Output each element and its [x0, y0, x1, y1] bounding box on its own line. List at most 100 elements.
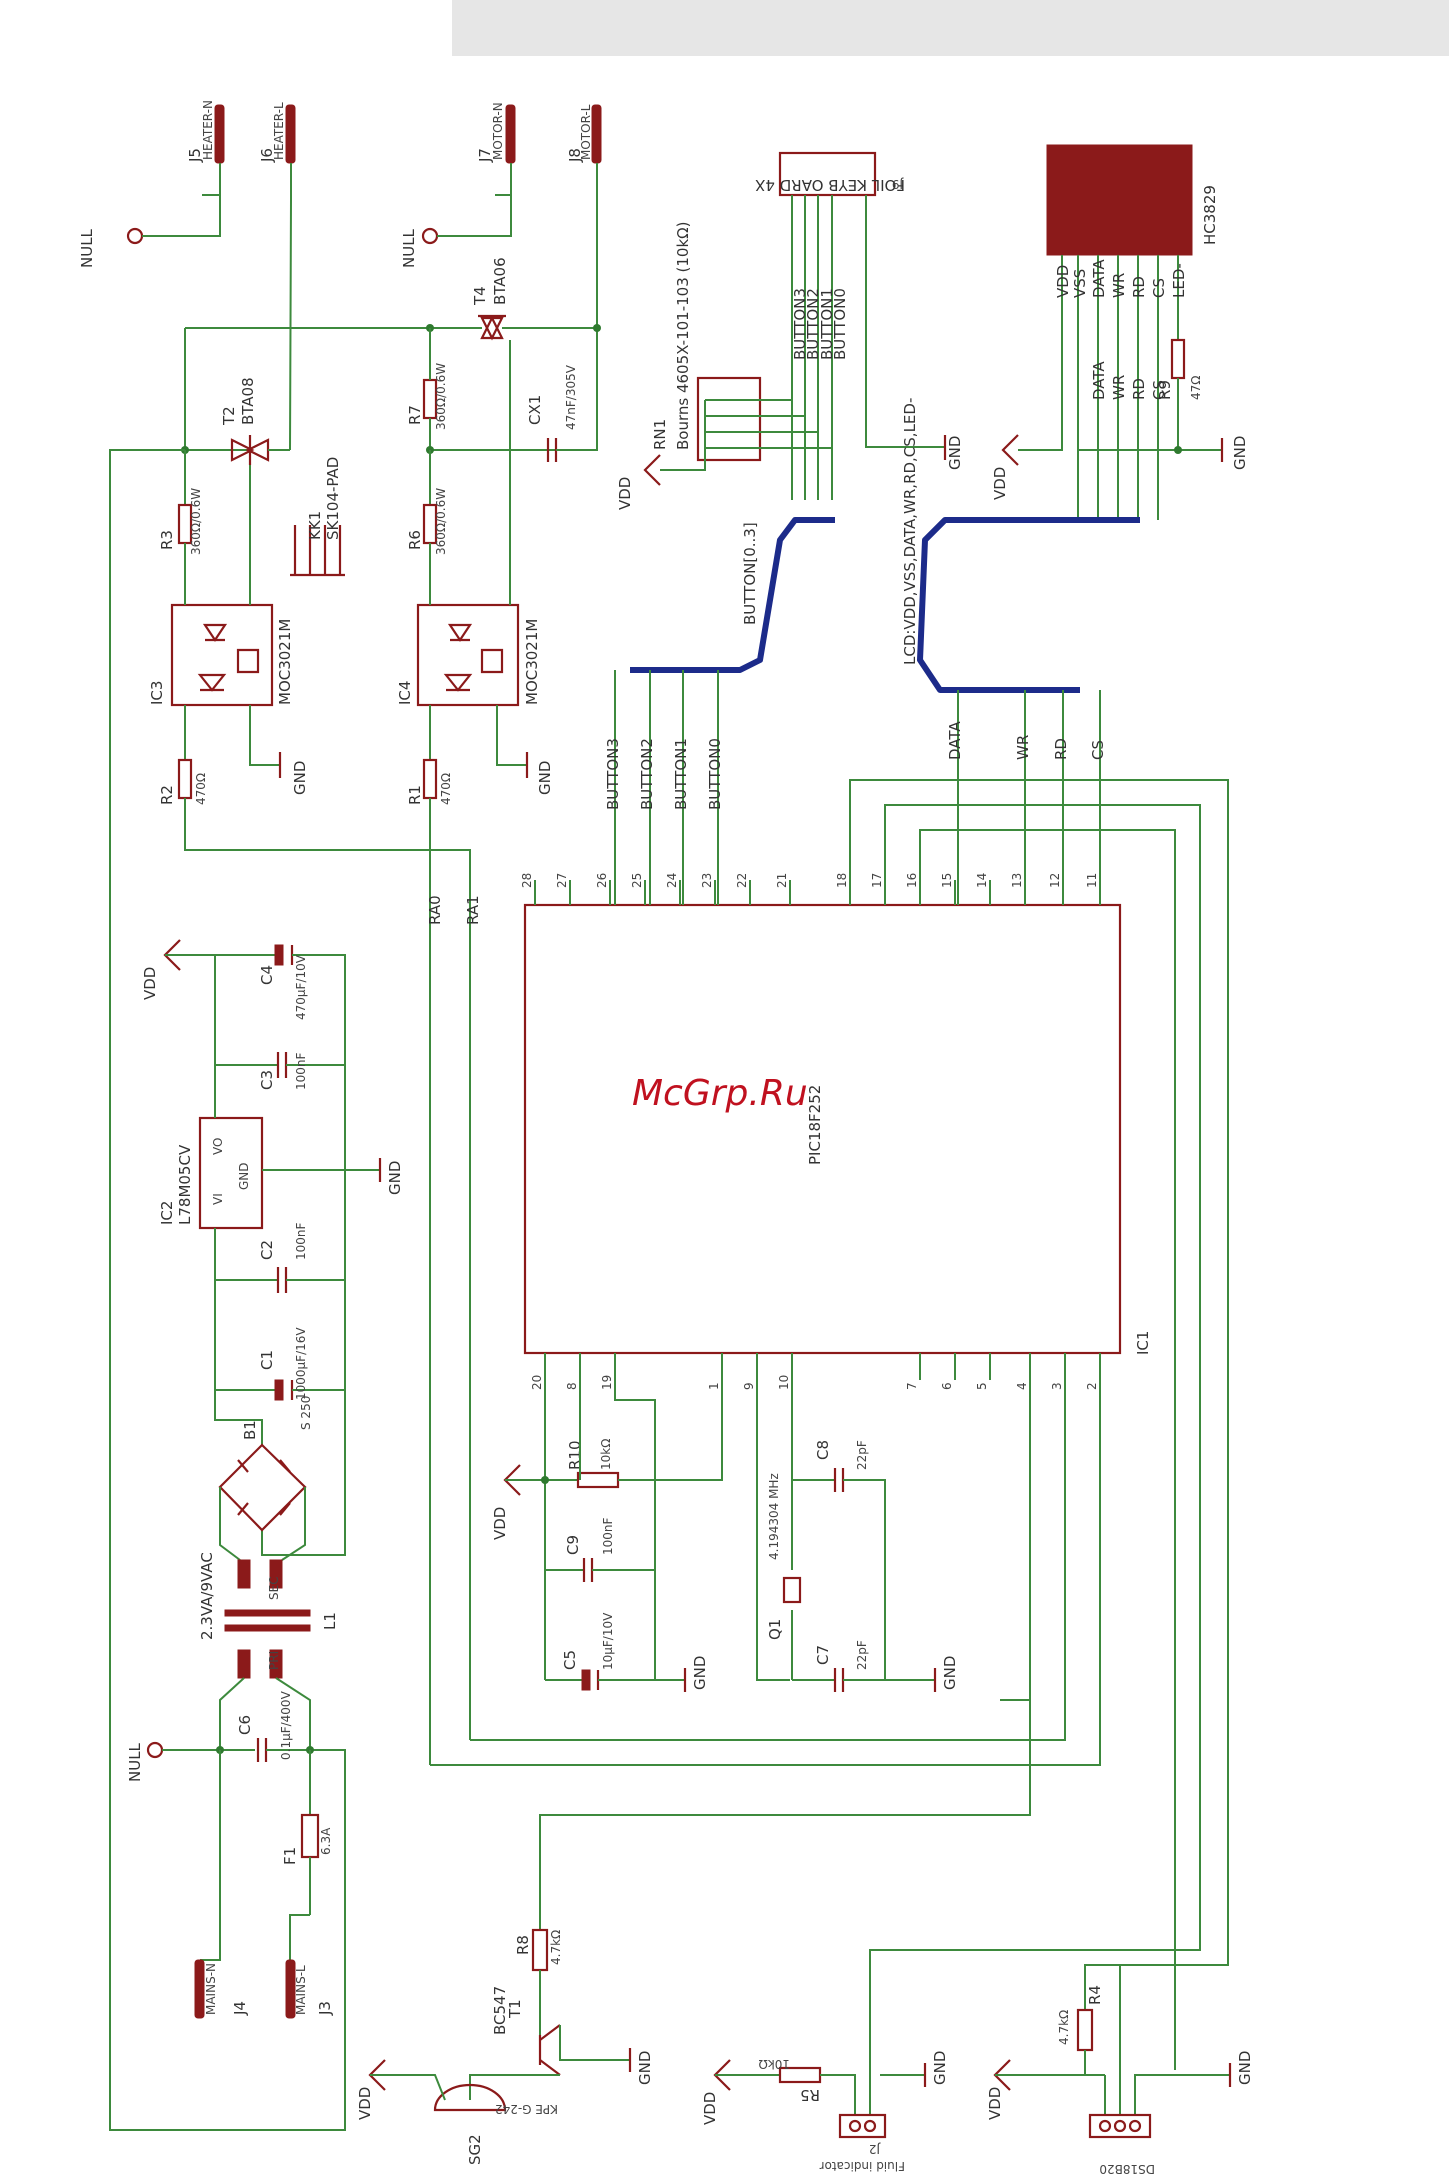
svg-text:470Ω: 470Ω [194, 773, 208, 805]
svg-text:RD: RD [1052, 738, 1070, 760]
svg-text:VDD: VDD [986, 2087, 1004, 2120]
svg-text:VI: VI [211, 1193, 225, 1205]
svg-text:MOC3021M: MOC3021M [276, 619, 294, 705]
svg-text:IC4: IC4 [396, 681, 414, 705]
svg-text:R3: R3 [158, 530, 176, 550]
mcu-pin-number: 18 [835, 873, 849, 888]
svg-text:RD: RD [1130, 276, 1148, 298]
svg-text:GND: GND [386, 1161, 404, 1195]
svg-text:KK1: KK1 [306, 511, 324, 540]
svg-text:C6: C6 [236, 1715, 254, 1735]
svg-text:B1: B1 [241, 1420, 259, 1440]
svg-text:GND: GND [237, 1162, 251, 1190]
svg-text:HC3829: HC3829 [1201, 185, 1219, 245]
svg-text:DATA: DATA [1090, 259, 1108, 298]
keyboard-section: FOIL KEYB OARD 4X J9 BUTTON3 BUTTON2 BUT… [604, 151, 964, 905]
mcu-pin-number: 26 [595, 873, 609, 888]
svg-text:R1: R1 [406, 785, 424, 805]
mcu-pin-number: 13 [1010, 873, 1024, 888]
svg-text:GND: GND [291, 761, 309, 795]
svg-text:BUTTON3: BUTTON3 [791, 288, 809, 360]
svg-text:360Ω/0.6W: 360Ω/0.6W [189, 488, 203, 555]
svg-text:WR: WR [1110, 375, 1128, 400]
svg-text:BUTTON1: BUTTON1 [818, 288, 836, 360]
svg-text:GND: GND [1231, 436, 1249, 470]
svg-text:R8: R8 [514, 1935, 532, 1955]
svg-text:470Ω: 470Ω [439, 773, 453, 805]
svg-text:J4: J4 [231, 2001, 249, 2016]
svg-text:J6: J6 [258, 148, 276, 163]
heater-motor-section: J5 HEATER-N J6 HEATER-L J7 MOTOR-N J8 MO… [78, 100, 602, 1765]
svg-text:VDD: VDD [701, 2092, 719, 2125]
mcu-pin-number: 17 [870, 873, 884, 888]
mcu-pin-number: 11 [1085, 873, 1099, 888]
svg-text:NULL: NULL [400, 228, 418, 268]
svg-text:SG2: SG2 [466, 2134, 484, 2165]
svg-text:FOIL KEYB OARD 4X: FOIL KEYB OARD 4X [755, 176, 905, 194]
svg-text:RN1: RN1 [651, 419, 669, 450]
mcu-pin-number: 22 [735, 873, 749, 888]
svg-text:GND: GND [691, 1656, 709, 1690]
mcu-pin-number: 10 [777, 1375, 791, 1390]
svg-text:GND: GND [1236, 2051, 1254, 2085]
svg-text:22pF: 22pF [855, 1440, 869, 1470]
svg-text:MAINS-N: MAINS-N [204, 1963, 218, 2015]
mcu-support-section: VDD R10 10kΩ C9 100nF C5 10µF/10V GND Q1… [430, 1380, 1101, 1766]
svg-text:KPE G-242: KPE G-242 [495, 2102, 558, 2116]
power-supply-section: VDD C4 470µF/10V C3 100nF IC2 L78M05CV V… [126, 939, 404, 2019]
mcu-pin-number: 3 [1050, 1382, 1064, 1390]
svg-text:HEATER-L: HEATER-L [272, 102, 286, 160]
svg-text:VDD: VDD [1054, 265, 1072, 298]
svg-text:C2: C2 [258, 1240, 276, 1260]
mcu-pin-number: 25 [630, 873, 644, 888]
watermark: McGrp.Ru [632, 1073, 808, 1114]
header-bar [452, 0, 1449, 56]
svg-text:GND: GND [941, 1656, 959, 1690]
svg-text:VDD: VDD [141, 967, 159, 1000]
mcu-pin-number: 14 [975, 873, 989, 888]
svg-text:PRI: PRI [267, 1651, 281, 1670]
svg-text:10µF/10V: 10µF/10V [601, 1612, 615, 1670]
svg-text:BTA08: BTA08 [239, 377, 257, 425]
mcu-pin-number: 8 [565, 1382, 579, 1390]
svg-text:J9: J9 [892, 177, 904, 191]
mcu-pin-number: 24 [665, 873, 679, 888]
svg-text:BUTTON[0..3]: BUTTON[0..3] [741, 522, 759, 625]
svg-text:IC2: IC2 [158, 1201, 176, 1225]
svg-text:BC547: BC547 [491, 1986, 509, 2035]
svg-text:NULL: NULL [78, 228, 96, 268]
svg-text:BUTTON2: BUTTON2 [804, 288, 822, 360]
mcu-pin-number: 15 [940, 873, 954, 888]
svg-text:J5: J5 [186, 148, 204, 163]
svg-text:VDD: VDD [991, 467, 1009, 500]
svg-text:47nF/305V: 47nF/305V [564, 364, 578, 430]
svg-text:NULL: NULL [126, 1742, 144, 1782]
svg-text:SEC: SEC [267, 1576, 281, 1600]
svg-text:T1: T1 [506, 1999, 524, 2019]
svg-text:GND: GND [946, 436, 964, 470]
svg-text:CS: CS [1089, 740, 1107, 760]
svg-text:J2: J2 [869, 2142, 881, 2156]
svg-text:GND: GND [931, 2051, 949, 2085]
svg-text:R5: R5 [800, 2086, 820, 2104]
mcu-pin-number: 9 [742, 1382, 756, 1390]
mcu-pin-number: 12 [1048, 873, 1062, 888]
svg-text:Fluid indicator: Fluid indicator [820, 2159, 905, 2173]
svg-text:0.1µF/400V: 0.1µF/400V [279, 1690, 293, 1760]
svg-text:Bourns 4605X-101-103 (10kΩ): Bourns 4605X-101-103 (10kΩ) [674, 222, 692, 450]
peripherals-section: R8 4.7kΩ T1 BC547 GND SG2 KPE G-242 VDD … [356, 1700, 1254, 2176]
svg-text:SK104-PAD: SK104-PAD [324, 457, 342, 540]
svg-text:J7: J7 [476, 148, 494, 163]
svg-text:470µF/10V: 470µF/10V [294, 954, 308, 1020]
svg-text:DATA: DATA [1090, 361, 1108, 400]
svg-text:RA0: RA0 [426, 895, 444, 925]
ic1-label: IC1 [1134, 1331, 1152, 1355]
svg-text:BUTTON2: BUTTON2 [638, 738, 656, 810]
mcu-pin-number: 21 [775, 873, 789, 888]
svg-text:R2: R2 [158, 785, 176, 805]
mcu-pin-number: 6 [940, 1382, 954, 1390]
svg-text:MOC3021M: MOC3021M [523, 619, 541, 705]
svg-text:BUTTON3: BUTTON3 [604, 738, 622, 810]
svg-text:DS18B20: DS18B20 [1099, 2162, 1155, 2176]
svg-text:BTA06: BTA06 [491, 257, 509, 305]
